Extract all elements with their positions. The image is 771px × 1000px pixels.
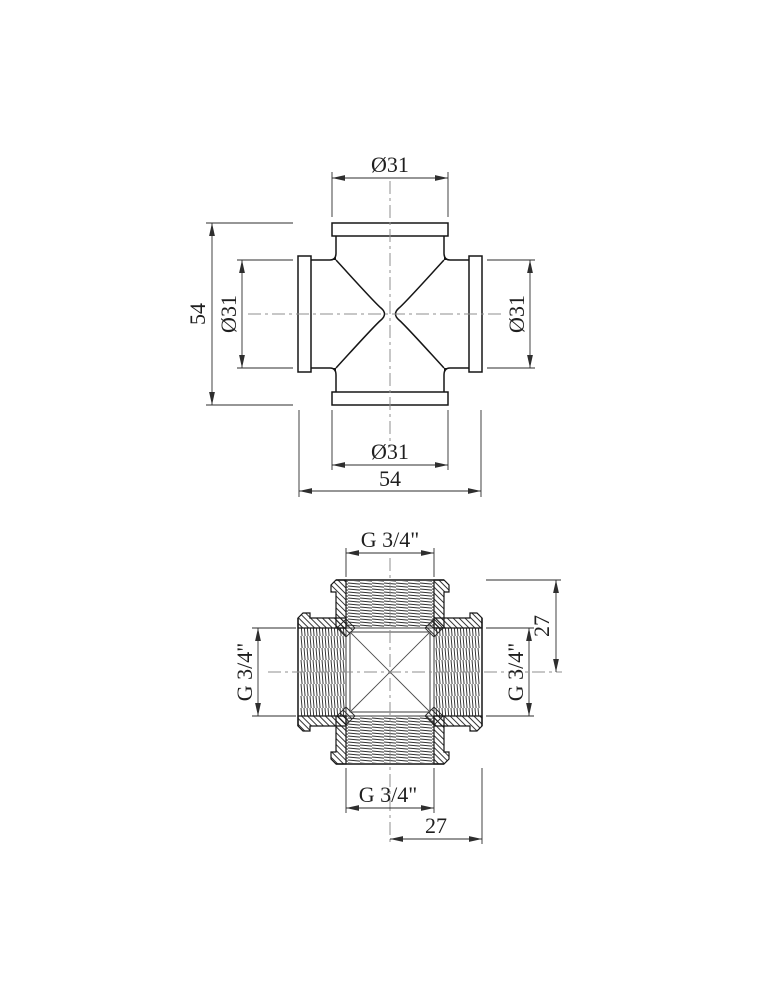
dim-label-side-left-size: 54 (185, 303, 210, 325)
side-view-centerlines (248, 181, 505, 447)
dim-label-section-top-thread: G 3/4" (361, 527, 419, 552)
section-walls (297, 579, 483, 765)
dim-label-side-bottom-size: 54 (379, 466, 401, 491)
section-end-faces (297, 579, 483, 765)
section-centerlines (268, 558, 562, 845)
dim-side-left-diameter: Ø31 (216, 259, 293, 369)
dim-label-section-right-thread: G 3/4" (503, 643, 528, 701)
dim-side-left-size: 54 (185, 222, 293, 406)
dim-label-section-left-thread: G 3/4" (232, 643, 257, 701)
side-view: Ø31 54 Ø31 Ø31 Ø31 (185, 152, 535, 497)
dim-label-section-bottom-half-size: 27 (425, 813, 447, 838)
dim-side-bottom-size: 54 (298, 410, 482, 497)
dim-label-side-top-diameter: Ø31 (371, 152, 409, 177)
dim-section-bottom-half-size: 27 (390, 768, 483, 844)
dim-section-left-thread: G 3/4" (232, 627, 296, 717)
dim-label-section-bottom-thread: G 3/4" (359, 782, 417, 807)
dim-label-section-right-half-size: 27 (529, 615, 554, 637)
dim-section-bottom-thread: G 3/4" (345, 768, 435, 813)
dim-section-right-half-size: 27 (486, 579, 561, 672)
dim-side-bottom-diameter: Ø31 (331, 410, 449, 470)
dim-side-right-diameter: Ø31 (487, 259, 535, 369)
dim-label-side-bottom-diameter: Ø31 (371, 439, 409, 464)
dim-side-top-diameter: Ø31 (331, 152, 449, 217)
dim-section-right-thread: G 3/4" (486, 627, 534, 717)
dim-section-top-thread: G 3/4" (345, 527, 435, 577)
dim-label-side-left-diameter: Ø31 (216, 295, 241, 333)
dim-label-side-right-diameter: Ø31 (504, 295, 529, 333)
section-view: G 3/4" G 3/4" G 3/4" 27 G 3/4" (232, 527, 562, 845)
